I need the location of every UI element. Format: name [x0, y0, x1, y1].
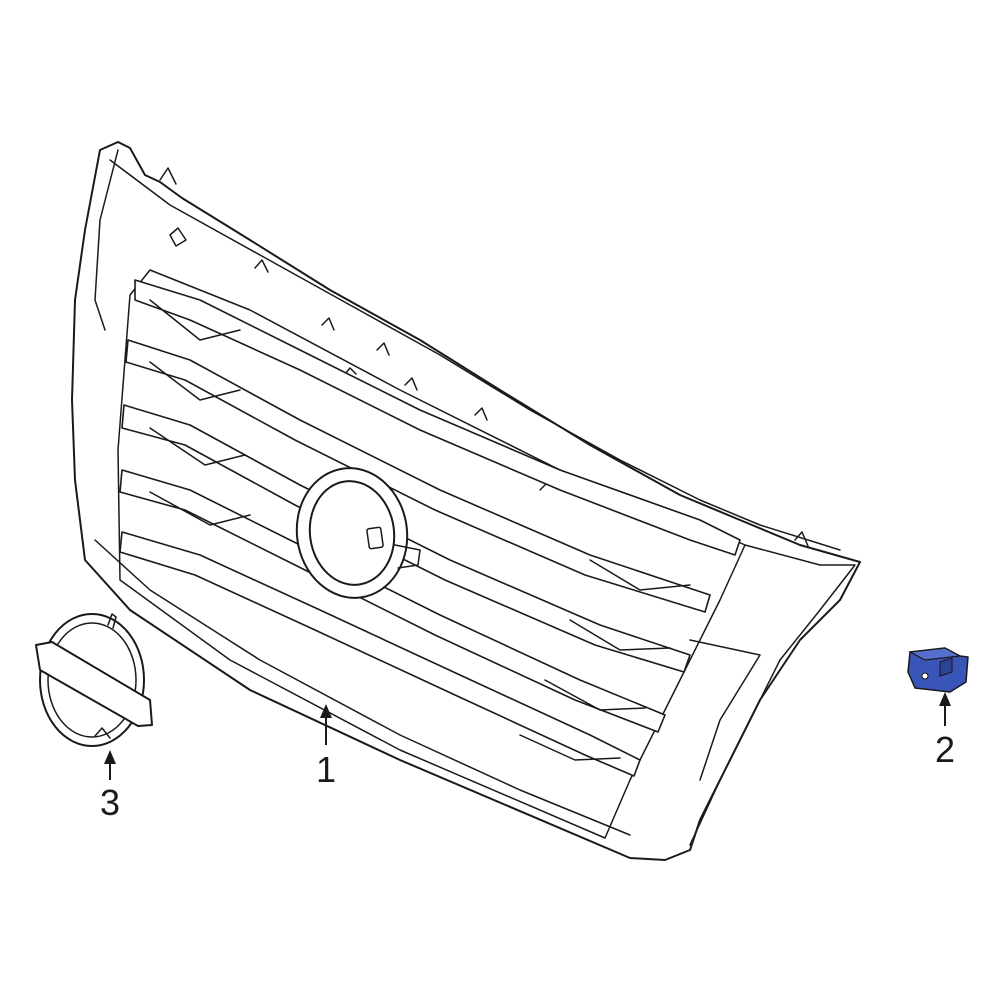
callout-number-1: 1	[316, 749, 336, 790]
grille-emblem-bracket	[394, 544, 421, 569]
emblem-tab	[94, 727, 111, 739]
callout-number-3: 3	[100, 782, 120, 823]
grille-tab	[376, 342, 390, 356]
emblem-bar	[35, 641, 153, 727]
emblem-inner	[47, 622, 137, 738]
grille-inner-opening	[117, 269, 746, 839]
grille-slat-1	[134, 279, 741, 556]
callout-1: 1	[316, 704, 336, 790]
grille-right-wing	[689, 544, 856, 846]
clip-top-face	[908, 647, 962, 661]
grille-tab	[159, 167, 177, 185]
grille-slat-facet	[149, 427, 246, 466]
callout-2: 2	[935, 692, 955, 770]
grille-lower-lip	[94, 539, 631, 836]
arrowhead-3	[104, 750, 116, 764]
grille-tab	[254, 259, 269, 273]
clip-hole	[921, 672, 929, 680]
emblem-pin	[107, 613, 117, 629]
grille-slat-facet	[149, 299, 241, 341]
grille-slat-5	[119, 531, 641, 777]
callout-number-2: 2	[935, 729, 955, 770]
clip-notch	[939, 657, 953, 677]
grille-tab	[404, 377, 418, 391]
grille-emblem-ring-inner	[308, 480, 396, 586]
grille-slat-facet	[149, 361, 241, 401]
grille-slat-facet	[519, 734, 621, 761]
grille-right-wing-edge	[689, 639, 761, 781]
grille-part	[71, 141, 861, 861]
grille-tab	[321, 317, 335, 331]
grille-emblem-mount	[366, 526, 384, 550]
grille-tab	[794, 531, 809, 547]
arrowhead-1	[320, 704, 332, 718]
grille-slat-facet	[589, 559, 691, 591]
grille-slat-facet	[149, 491, 251, 526]
grille-tab	[474, 407, 488, 421]
emblem-part	[35, 613, 153, 747]
grille-top-ridge	[109, 159, 841, 551]
grille-tab	[169, 227, 187, 247]
grille-side-ridge	[94, 149, 119, 331]
grille-slat-2	[125, 339, 711, 613]
grille-slat-facet	[544, 679, 646, 711]
clip-part	[907, 647, 969, 693]
arrowhead-2	[939, 692, 951, 706]
callout-3: 3	[100, 750, 120, 823]
grille-slat-facet	[569, 619, 671, 651]
